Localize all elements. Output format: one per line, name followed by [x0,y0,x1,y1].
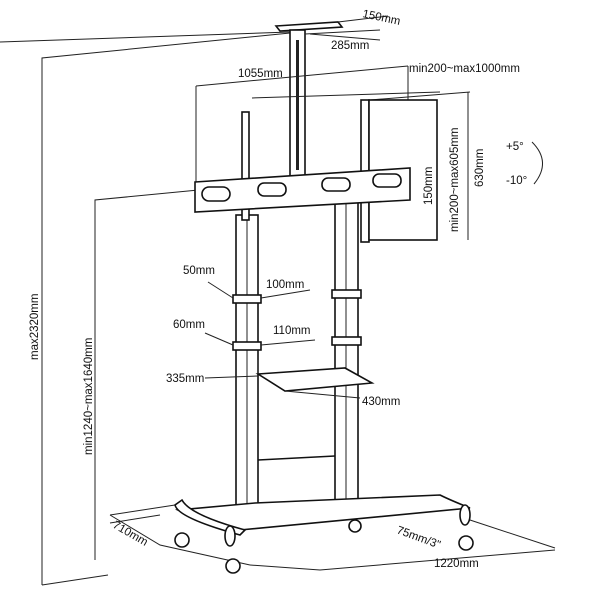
clamp-upper-depth-label: 50mm [183,265,215,277]
base-frame [174,494,471,547]
wall-outline [41,31,301,586]
clamp-lower-width-label: 110mm [273,325,311,337]
clamp-lower-depth-label: 60mm [173,319,205,331]
tilt-arrow [531,141,543,185]
caster-size-label: 75mm/3" [395,525,442,552]
ceiling-plate-depth-label: 150mm [361,8,401,28]
shelf [204,360,375,399]
shelf-depth-label: 335mm [166,373,204,385]
columns [235,199,359,506]
bracket-width-label: 1055mm [238,68,283,80]
bracket-height-label: 150mm [423,167,435,205]
clamp-upper-width-label: 100mm [266,279,304,291]
tilt-down-label: -10° [506,175,527,187]
mount-height-range-label: min1240~max1640mm [83,338,95,455]
mount-bracket [194,167,411,213]
floor-plane [109,504,556,571]
column-clamps [204,281,362,351]
base-depth-label: 710mm [111,519,150,549]
shelf-width-label: 430mm [362,396,400,408]
arm-height-label: 630mm [474,149,486,187]
dimension-lines [0,31,471,240]
vesa-vertical-label: min200~max605mm [449,127,461,232]
casters [174,519,474,574]
vesa-horizontal-label: min200~max1000mm [409,63,520,75]
tilt-up-label: +5° [506,141,524,153]
ceiling-plate-width-label: 285mm [331,40,369,52]
max-height-label: max2320mm [29,294,41,360]
crossbar [257,455,336,461]
base-width-label: 1220mm [434,558,479,570]
